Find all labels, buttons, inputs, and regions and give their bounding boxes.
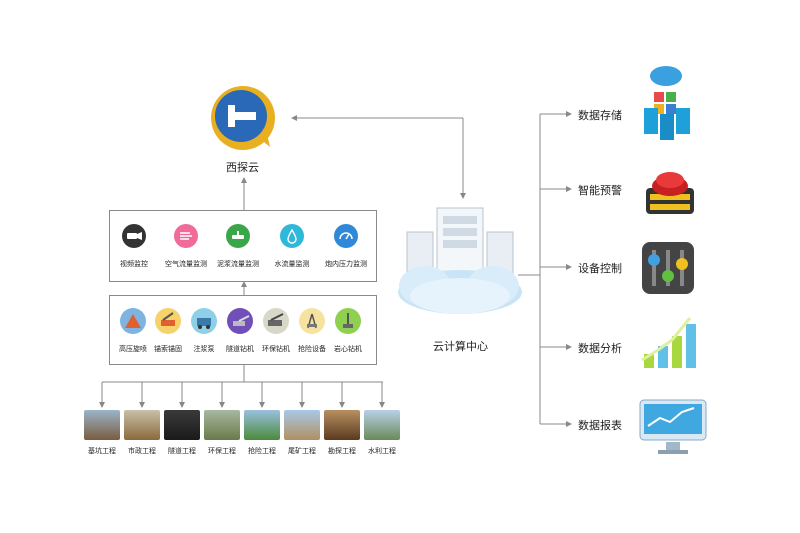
monitor-label: 水流量监测 [274, 260, 310, 268]
service-label: 设备控制 [578, 262, 622, 275]
project-label: 基坑工程 [88, 447, 116, 455]
service-label: 数据报表 [578, 419, 622, 432]
slurry-flow-icon [226, 224, 250, 248]
server-cloud-icon [398, 207, 522, 314]
monitor-label: 炮内压力监测 [325, 260, 367, 268]
control-panel-icon [640, 240, 696, 296]
report-monitor-icon [638, 396, 708, 460]
project-photo [124, 410, 160, 440]
airflow-icon [174, 224, 198, 248]
grout-pump-icon [191, 308, 217, 334]
xitan-cloud-label: 西探云 [226, 161, 259, 174]
core-rig-icon [335, 308, 361, 334]
tunnel-rig-icon [227, 308, 253, 334]
project-photo [164, 410, 200, 440]
service-label: 数据存储 [578, 109, 622, 122]
project-photo [364, 410, 400, 440]
project-photo [324, 410, 360, 440]
project-label: 水利工程 [368, 447, 396, 455]
xitan-logo [210, 85, 276, 151]
equipment-label: 抢险设备 [298, 345, 326, 353]
project-label: 隧道工程 [168, 447, 196, 455]
monitor-label: 泥浆流量监测 [217, 260, 259, 268]
equipment-label: 环保钻机 [262, 345, 290, 353]
service-label: 智能预警 [578, 184, 622, 197]
equipment-label: 注浆泵 [193, 345, 215, 353]
equipment-label: 高压旋喷 [119, 345, 147, 353]
camera-icon [122, 224, 146, 248]
project-label: 市政工程 [128, 447, 156, 455]
project-label: 环保工程 [208, 447, 236, 455]
eco-rig-icon [263, 308, 289, 334]
monitor-label: 视频监控 [120, 260, 148, 268]
bar-chart-icon [636, 310, 706, 376]
project-label: 勘探工程 [328, 447, 356, 455]
project-label: 尾矿工程 [288, 447, 316, 455]
equipment-label: 隧道钻机 [226, 345, 254, 353]
pressure-gauge-icon [334, 224, 358, 248]
service-label: 数据分析 [578, 342, 622, 355]
xitan-logo-icon [211, 86, 275, 150]
monitoring-box: 视频监控 空气流量监测 泥浆流量监测 水流量监测 炮内压力监测 [109, 210, 377, 282]
project-photo [284, 410, 320, 440]
project-photo [84, 410, 120, 440]
rotary-jet-icon [120, 308, 146, 334]
anchor-rig-icon [155, 308, 181, 334]
cloud-server-graphic [395, 200, 525, 320]
data-storage-icon [640, 62, 696, 142]
equipment-label: 岩心钻机 [334, 345, 362, 353]
equipment-label: 锚索锚固 [154, 345, 182, 353]
project-photo [204, 410, 240, 440]
project-photo [244, 410, 280, 440]
rescue-equipment-icon [299, 308, 325, 334]
water-drop-icon [280, 224, 304, 248]
alarm-button-icon [640, 160, 700, 220]
cloud-center-label: 云计算中心 [433, 340, 488, 353]
equipment-box: 高压旋喷 锚索锚固 注浆泵 隧道钻机 环保钻机 抢险设备 岩心钻机 [109, 295, 377, 365]
project-label: 抢险工程 [248, 447, 276, 455]
monitor-label: 空气流量监测 [165, 260, 207, 268]
